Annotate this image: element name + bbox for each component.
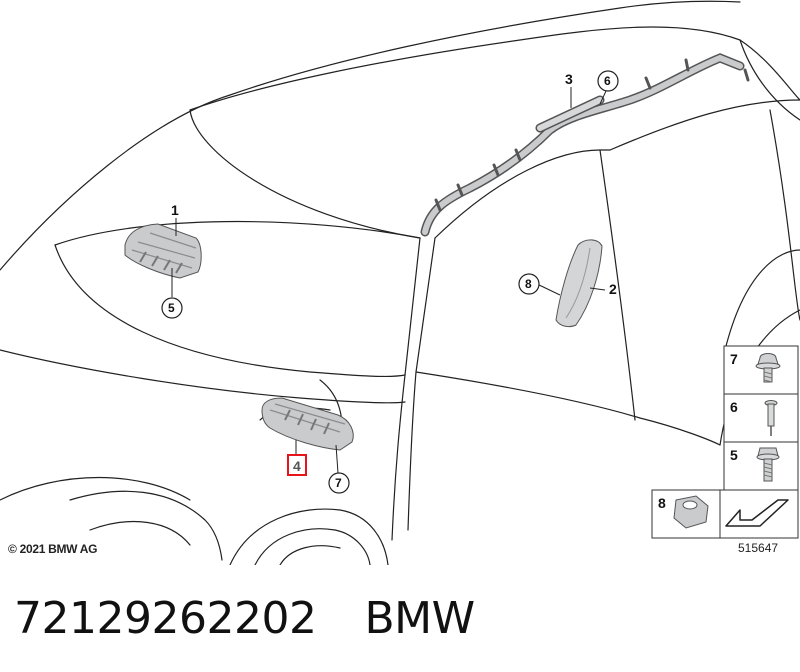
side-airbag-part-2 bbox=[555, 239, 603, 328]
callout-4: 4 bbox=[293, 458, 301, 474]
hex-nut-icon bbox=[673, 495, 709, 529]
hex-screw-icon bbox=[756, 447, 780, 482]
curtain-airbag-part-3 bbox=[420, 53, 750, 237]
legend-item-5-label: 5 bbox=[730, 447, 738, 463]
diagram-reference-number: 515647 bbox=[738, 541, 779, 555]
brand-name: BMW bbox=[364, 592, 475, 644]
rivet-icon bbox=[764, 400, 778, 436]
callout-7: 7 bbox=[335, 476, 342, 490]
airbag-module-part-4 bbox=[261, 397, 354, 451]
callout-8: 8 bbox=[525, 277, 532, 291]
airbag-parts-diagram: 1 3 2 5 6 8 7 4 7 6 5 8 bbox=[0, 0, 800, 565]
car-body-outline bbox=[0, 0, 800, 565]
hardware-legend: 7 6 5 8 bbox=[651, 345, 799, 539]
callout-6: 6 bbox=[604, 74, 611, 88]
callout-3: 3 bbox=[565, 71, 573, 87]
copyright-notice: © 2021 BMW AG bbox=[8, 542, 98, 556]
callout-5-circle: 5 bbox=[161, 297, 183, 319]
callout-4-highlight: 4 bbox=[287, 454, 307, 476]
callout-2: 2 bbox=[609, 281, 617, 297]
leader-lines bbox=[171, 87, 607, 474]
callout-1: 1 bbox=[171, 202, 179, 218]
part-caption: 72129262202 BMW bbox=[14, 588, 475, 648]
callout-5: 5 bbox=[168, 301, 175, 315]
legend-item-7-label: 7 bbox=[730, 351, 738, 367]
legend-item-6-label: 6 bbox=[730, 399, 738, 415]
airbag-module-part-1 bbox=[124, 223, 202, 279]
flange-screw-icon bbox=[755, 353, 781, 383]
legend-item-8-label: 8 bbox=[658, 495, 666, 511]
callout-8-circle: 8 bbox=[518, 273, 540, 295]
part-number: 72129262202 bbox=[14, 592, 317, 644]
callout-6-circle: 6 bbox=[597, 70, 619, 92]
direction-arrow-icon bbox=[725, 499, 789, 527]
callout-7-circle: 7 bbox=[328, 472, 350, 494]
